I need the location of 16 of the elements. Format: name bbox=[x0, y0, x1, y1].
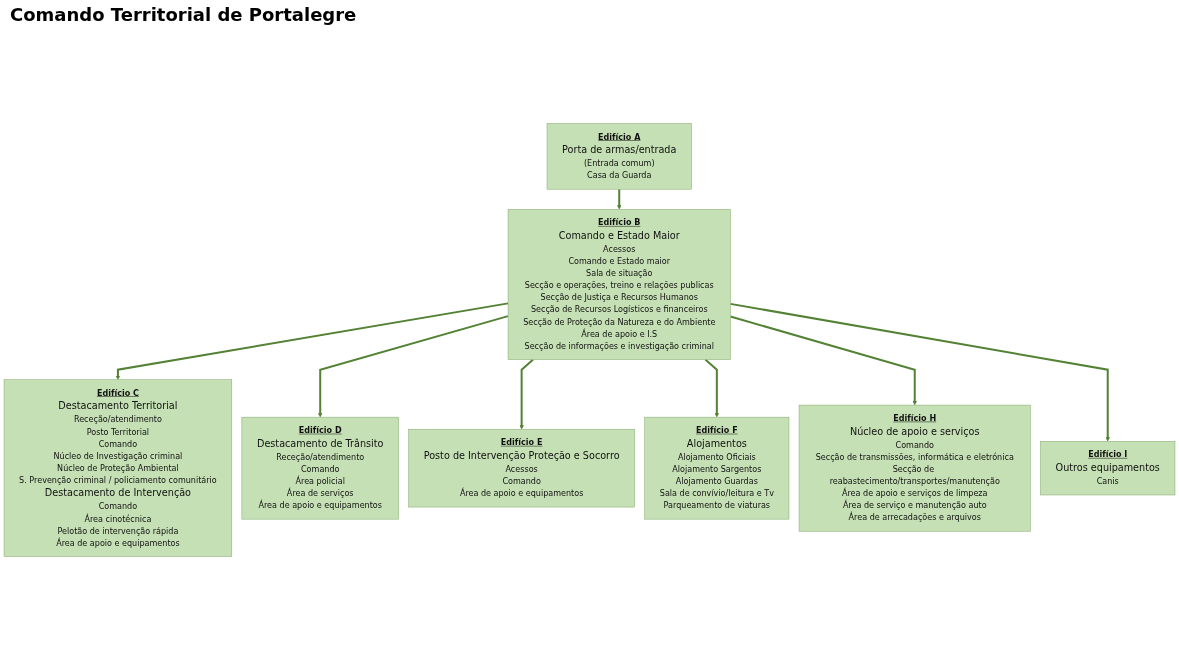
node-box: Edifício F Alojamentos Alojamento Oficiais Alojamento Sargentos Alojamento Guardas Sala de convívio/leitura e Tv Parqueamento de viaturas bbox=[644, 416, 790, 520]
node-box: Edifício B Comando e Estado Maior Acessos Comando e Estado maior Sala de situação Secção e operações, treino e relações publicas Secção de Justiça e Recursos Humanos Secção de Recursos Logísticos e financeiros Secção de Proteção da Natureza e do Ambiente Área de apoio e I.S Secção de informações e investigação criminal bbox=[507, 209, 731, 360]
diagram-title: Comando Territorial de Portalegre bbox=[9, 3, 358, 27]
node-box: Edifício E Posto de Intervenção Proteção e Socorro Acessos Comando Área de apoio e equipamentos bbox=[408, 428, 635, 508]
arrow bbox=[704, 358, 720, 418]
arrow bbox=[617, 189, 622, 210]
arrow bbox=[730, 315, 917, 406]
arrow bbox=[318, 315, 509, 418]
arrow bbox=[730, 302, 1110, 442]
arrow bbox=[115, 302, 509, 380]
node-box: Edifício C Destacamento Territorial Receção/atendimento Posto Territorial Comando Núcleo de Investigação criminal Núcleo de Proteção Ambiental S. Prevenção criminal / policiamento comunitário Destacamento de Intervenção Comando Área cinotécnica Pelotão de intervenção rápida Área de apoio e equipamentos bbox=[3, 379, 233, 557]
node-box: Edifício I Outros equipamentos Canis bbox=[1040, 441, 1176, 496]
arrow bbox=[519, 358, 534, 430]
node-box: Edifício A Porta de armas/entrada (Entrada comum) Casa da Guarda bbox=[546, 123, 692, 190]
node-box: Edifício H Núcleo de apoio e serviços Comando Secção de transmissões, informática e eletrónica Secção de reabastecimento/transportes/manutenção Área de apoio e serviços de limpeza Área de serviço e manutenção auto Área de arrecadações e arquivos bbox=[798, 404, 1031, 532]
node-box: Edifício D Destacamento de Trânsito Receção/atendimento Comando Área policial Área de serviços Área de apoio e equipamentos bbox=[241, 416, 399, 520]
